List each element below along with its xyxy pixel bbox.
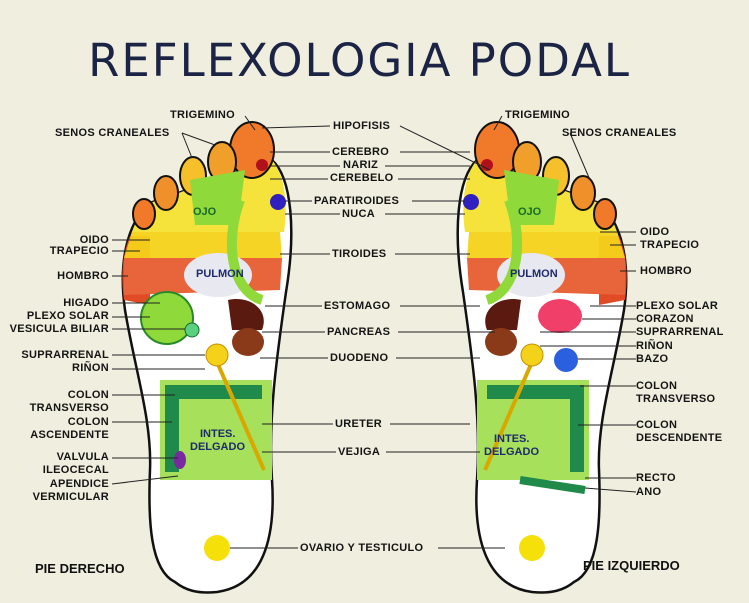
caption-pie-izquierdo: PIE IZQUIERDO [583,558,680,573]
label-recto: RECTO [636,472,676,484]
label-colon-transverso-left-1: COLON [636,380,678,392]
label-plexo-right: PLEXO SOLAR [26,310,109,322]
label-nuca: NUCA [342,208,375,220]
inner-intes-right-2: DELGADO [190,441,245,453]
label-trigemino-left: TRIGEMINO [505,109,571,121]
caption-pie-derecho: PIE DERECHO [35,561,125,576]
label-hombro-left: HOMBRO [640,265,692,277]
inner-pulmon-right: PULMON [196,268,244,280]
page-title: REFLEXOLOGIA PODAL [88,34,631,87]
label-ileocecal: ILEOCECAL [42,464,109,476]
label-valvula: VALVULA [56,451,109,463]
label-oido-left: OIDO [640,226,670,238]
label-apendice: APENDICE [49,478,109,490]
label-bazo: BAZO [636,353,669,365]
label-rinon-right: RIÑON [72,362,109,374]
label-suprarrenal-right: SUPRARRENAL [21,349,109,361]
label-ovario: OVARIO Y TESTICULO [300,542,424,554]
label-trapecio-right: TRAPECIO [49,245,109,257]
label-vesicula: VESICULA BILIAR [9,323,109,335]
label-oido-right: OIDO [79,234,109,246]
label-trigemino-right: TRIGEMINO [170,109,236,121]
inner-intes-right-1: INTES. [200,428,236,440]
label-colon-ascendente-1: COLON [67,416,109,428]
label-hipofisis: HIPOFISIS [333,120,391,132]
inner-pulmon-left: PULMON [510,268,558,280]
label-rinon-left: RIÑON [636,340,673,352]
label-nariz: NARIZ [343,159,379,171]
inner-ojo-right: OJO [193,206,217,218]
label-colon-descendente-2: DESCENDENTE [636,432,723,444]
inner-intes-left-2: DELGADO [484,446,539,458]
label-ano: ANO [636,486,662,498]
label-trapecio-left: TRAPECIO [640,239,700,251]
label-colon-transverso-right-1: COLON [67,389,109,401]
label-colon-descendente-1: COLON [636,419,678,431]
label-vermicular: VERMICULAR [32,491,109,503]
label-colon-ascendente-2: ASCENDENTE [30,429,109,441]
inner-intes-left-1: INTES. [494,433,530,445]
label-senos-right: SENOS CRANEALES [55,127,170,139]
label-vejiga: VEJIGA [338,446,381,458]
label-paratiroides: PARATIROIDES [314,195,400,207]
label-corazon: CORAZON [636,313,694,325]
label-ureter: URETER [335,418,383,430]
label-suprarrenal-left: SUPRARRENAL [636,326,724,338]
label-cerebelo: CEREBELO [330,172,394,184]
label-tiroides: TIROIDES [332,248,387,260]
label-estomago: ESTOMAGO [324,300,391,312]
label-senos-left: SENOS CRANEALES [562,127,677,139]
label-duodeno: DUODENO [330,352,389,364]
label-higado: HIGADO [63,297,109,309]
label-hombro-right: HOMBRO [57,270,109,282]
inner-ojo-left: OJO [518,206,542,218]
label-plexo-left: PLEXO SOLAR [636,300,719,312]
label-colon-transverso-left-2: TRANSVERSO [636,393,716,405]
label-cerebro: CEREBRO [332,146,390,158]
label-colon-transverso-right-2: TRANSVERSO [29,402,109,414]
label-pancreas: PANCREAS [327,326,391,338]
